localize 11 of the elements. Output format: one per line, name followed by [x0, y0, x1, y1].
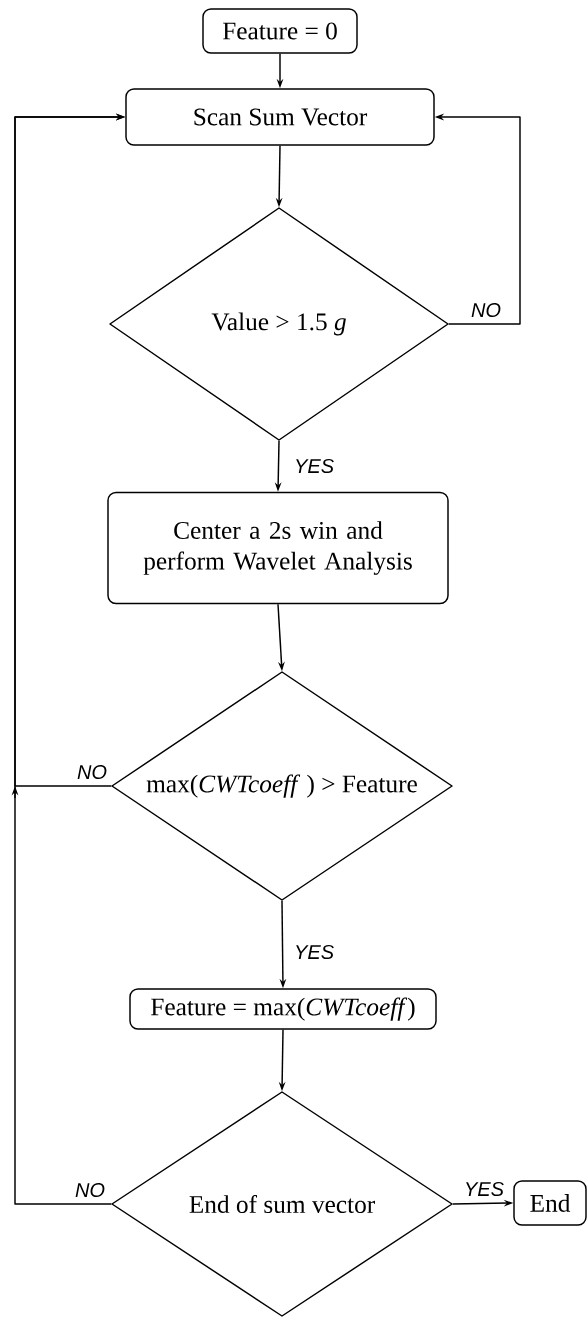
edge-label: YES [296, 944, 334, 960]
process-box: Center a 2s win and perform Wavelet Analysis [107, 491, 449, 605]
edge-label: NO [75, 1182, 105, 1198]
edge-label: NO [77, 764, 107, 780]
edge-label: YES [296, 458, 334, 474]
start-box: Feature = 0 [202, 8, 358, 54]
end-box: End [513, 1180, 587, 1226]
edge-label: NO [471, 302, 501, 318]
process-box: Scan Sum Vector [125, 88, 435, 146]
edge-label: YES [466, 1181, 504, 1197]
process-box: Feature = max(CWTcoeff) [129, 988, 437, 1030]
